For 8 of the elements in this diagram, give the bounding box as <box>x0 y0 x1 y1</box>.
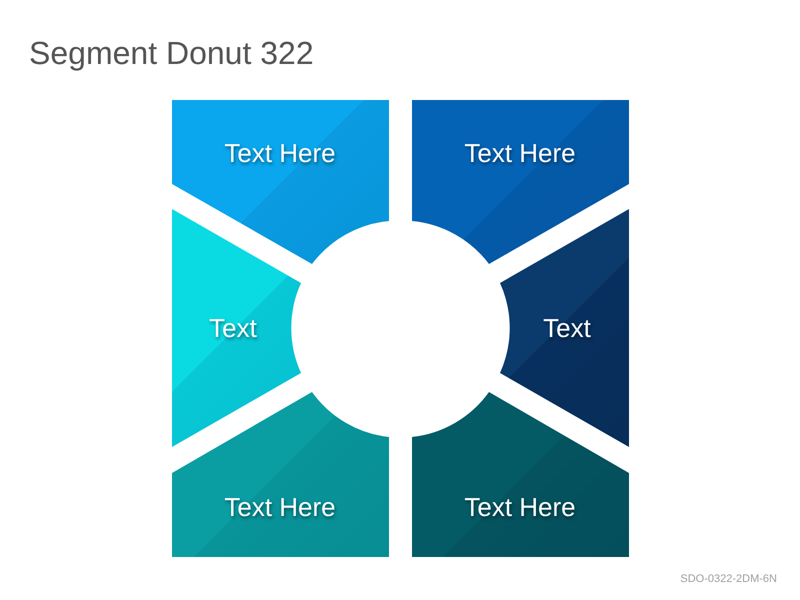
segment-label: Text <box>543 313 591 343</box>
title: Segment Donut 322 <box>29 34 314 72</box>
segment-label: Text Here <box>224 492 336 522</box>
segment-label: Text Here <box>464 492 576 522</box>
segment-label: Text Here <box>224 138 336 168</box>
segment-label: Text <box>209 313 257 343</box>
reference-code: SDO-0322-2DM-6N <box>680 572 777 586</box>
segment-label: Text Here <box>464 138 576 168</box>
